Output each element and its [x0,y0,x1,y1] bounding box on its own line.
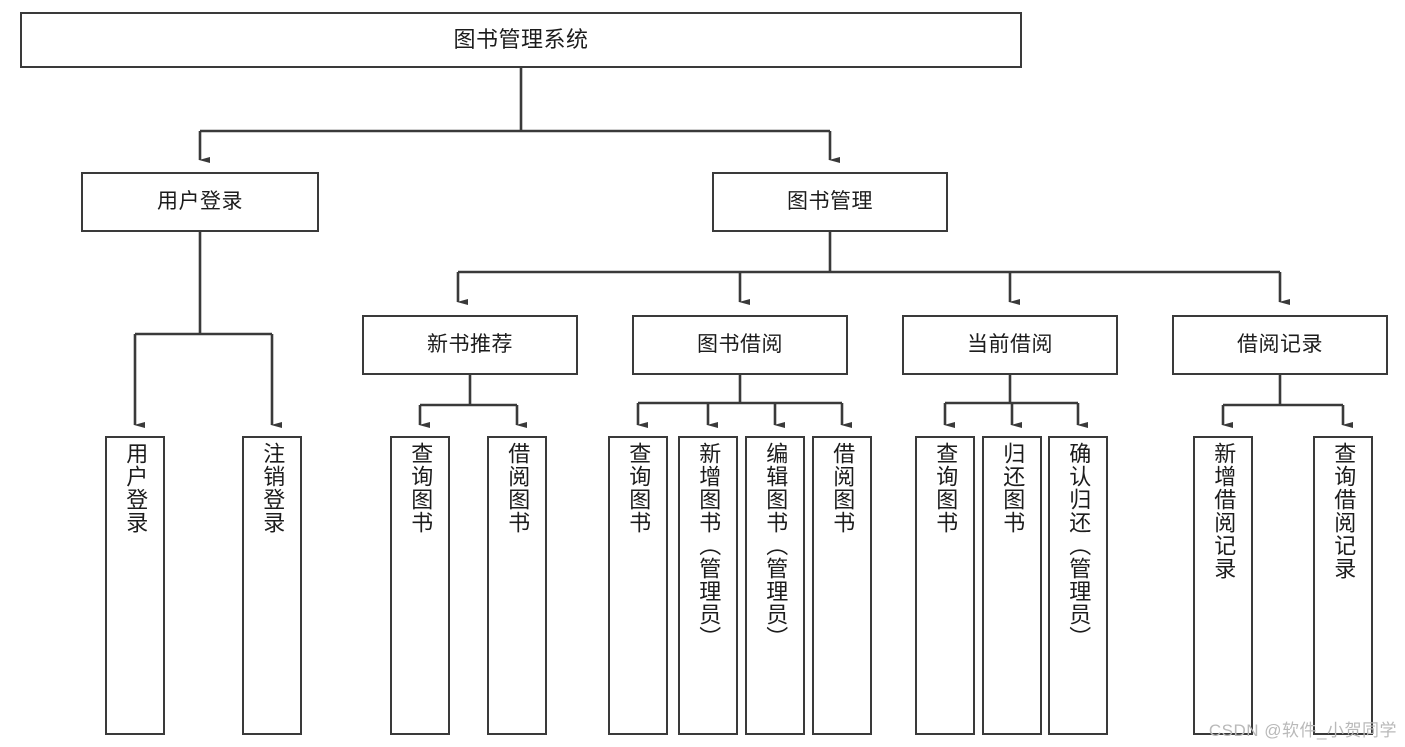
watermark: CSDN @软件_小贺同学 [1208,721,1397,740]
node-leaf-add-book[interactable]: 新增图书（管理员） [678,436,738,735]
node-label: 当前借阅 [967,332,1053,356]
node-borrow-record[interactable]: 借阅记录 [1172,315,1388,375]
node-label: 确认归还（管理员） [1066,442,1092,649]
node-label: 图书管理 [787,189,873,213]
node-label: 用户登录 [157,189,243,213]
node-book-borrow[interactable]: 图书借阅 [632,315,848,375]
node-user-login[interactable]: 用户登录 [81,172,319,232]
node-leaf-borrow-book-1[interactable]: 借阅图书 [487,436,547,735]
node-leaf-query-record[interactable]: 查询借阅记录 [1313,436,1373,735]
node-label: 查询图书 [933,442,959,534]
node-book-management[interactable]: 图书管理 [712,172,948,232]
node-root-system[interactable]: 图书管理系统 [20,12,1022,68]
node-label: 图书借阅 [697,332,783,356]
node-leaf-edit-book[interactable]: 编辑图书（管理员） [745,436,805,735]
node-label: 查询借阅记录 [1331,442,1357,580]
node-label: 借阅记录 [1237,332,1323,356]
node-label: 查询图书 [408,442,434,534]
node-leaf-query-book-3[interactable]: 查询图书 [915,436,975,735]
node-label: 图书管理系统 [453,27,589,53]
node-label: 新增借阅记录 [1211,442,1237,580]
node-leaf-confirm-return[interactable]: 确认归还（管理员） [1048,436,1108,735]
node-leaf-logout-login[interactable]: 注销登录 [242,436,302,735]
node-label: 新书推荐 [427,332,513,356]
node-leaf-add-record[interactable]: 新增借阅记录 [1193,436,1253,735]
node-label: 新增图书（管理员） [696,442,722,649]
node-label: 用户登录 [123,442,149,534]
node-current-borrow[interactable]: 当前借阅 [902,315,1118,375]
node-label: 注销登录 [260,442,286,534]
node-leaf-query-book-2[interactable]: 查询图书 [608,436,668,735]
node-label: 借阅图书 [505,442,531,534]
node-leaf-query-book-1[interactable]: 查询图书 [390,436,450,735]
node-label: 编辑图书（管理员） [763,442,789,649]
node-label: 归还图书 [1000,442,1026,534]
node-new-book-recommend[interactable]: 新书推荐 [362,315,578,375]
node-label: 查询图书 [626,442,652,534]
node-leaf-return-book[interactable]: 归还图书 [982,436,1042,735]
node-label: 借阅图书 [830,442,856,534]
node-leaf-user-login[interactable]: 用户登录 [105,436,165,735]
node-leaf-borrow-book-2[interactable]: 借阅图书 [812,436,872,735]
